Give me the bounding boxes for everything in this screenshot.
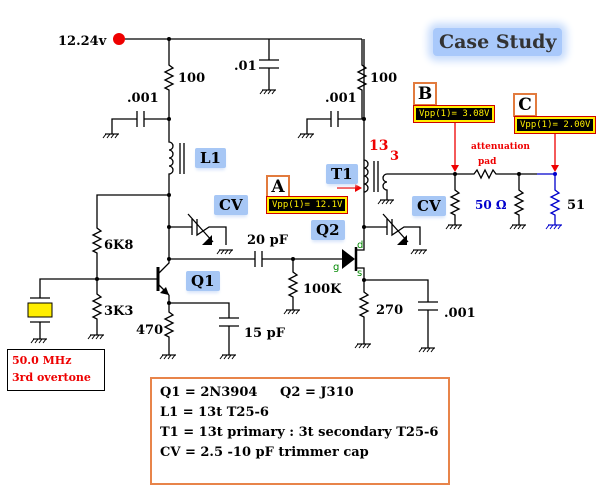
resistor-load-51 bbox=[537, 173, 561, 225]
transformer-t1-secondary bbox=[382, 173, 455, 200]
resistor-100k bbox=[287, 259, 299, 310]
probe-c-reading: Vpp(1)= 2.00V bbox=[513, 116, 597, 134]
jfet-drain-label: d bbox=[357, 240, 363, 251]
capacitor-001-l1 bbox=[111, 111, 169, 134]
t1-primary-turns: 13 bbox=[369, 138, 388, 154]
jfet-gate-arrow bbox=[342, 249, 355, 269]
c-l1-label: .001 bbox=[127, 91, 159, 106]
inductor-l1 bbox=[168, 119, 174, 195]
crystal-leads bbox=[30, 278, 97, 339]
r-supply-t1-label: 100 bbox=[370, 71, 397, 86]
q2-drain-source bbox=[356, 39, 365, 280]
pad-resistor-shunt1 bbox=[449, 174, 461, 225]
pad-resistor-series bbox=[455, 168, 519, 180]
r-51-label: 51 bbox=[567, 198, 585, 213]
c-supply-label: .01 bbox=[234, 59, 257, 74]
probe-b-label: B bbox=[413, 82, 437, 106]
resistor-6k8 bbox=[91, 194, 169, 279]
crystal-frequency: 50.0 MHz bbox=[12, 354, 72, 367]
supply-voltage-label: 12.24v bbox=[58, 34, 107, 49]
transistor-q1 bbox=[157, 195, 170, 296]
resistor-100-t1 bbox=[356, 39, 368, 119]
pad-resistor-shunt2 bbox=[513, 174, 525, 225]
r-270-label: 270 bbox=[376, 303, 403, 318]
probe-c-label: C bbox=[513, 93, 537, 117]
capacitor-supply-decouple bbox=[259, 39, 279, 90]
tag-t1: T1 bbox=[326, 164, 358, 184]
r-100k-label: 100K bbox=[303, 282, 342, 297]
t1-secondary-turns: 3 bbox=[390, 149, 399, 164]
probe-b-reading: Vpp(1)= 3.08V bbox=[412, 105, 496, 123]
probe-a-reading: Vpp(1)= 12.1V bbox=[265, 196, 349, 214]
crystal bbox=[27, 302, 53, 318]
jfet-source-label: s bbox=[357, 268, 362, 279]
c-20pf-label: 20 pF bbox=[247, 233, 289, 248]
note-line: T1 = 13t primary : 3t secondary T25-6 bbox=[160, 425, 439, 440]
r-470-label: 470 bbox=[136, 323, 163, 338]
component-notes: Q1 = 2N3904 Q2 = J310 L1 = 13t T25-6 T1 … bbox=[150, 377, 450, 485]
capacitor-15pf bbox=[168, 295, 239, 355]
note-line: L1 = 13t T25-6 bbox=[160, 405, 269, 420]
tag-cv2: CV bbox=[412, 196, 446, 216]
crystal-mode: 3rd overtone bbox=[12, 371, 91, 384]
trimmer-cv2 bbox=[364, 219, 421, 245]
r-6k8-label: 6K8 bbox=[104, 238, 133, 253]
supply-terminal bbox=[113, 33, 125, 45]
tag-cv1: CV bbox=[214, 195, 248, 215]
transformer-t1-primary bbox=[363, 159, 369, 193]
r-3k3-label: 3K3 bbox=[104, 304, 133, 319]
c-001-source-label: .001 bbox=[444, 306, 476, 321]
inductor-l1-core bbox=[179, 143, 185, 174]
resistor-3k3 bbox=[91, 279, 103, 335]
page-title: Case Study bbox=[433, 28, 563, 56]
resistor-100-l1 bbox=[163, 39, 175, 119]
jfet-gate-label: g bbox=[333, 262, 339, 273]
note-line: Q1 = 2N3904 Q2 = J310 bbox=[160, 385, 354, 400]
tag-q2: Q2 bbox=[311, 220, 345, 240]
probe-a-label: A bbox=[266, 175, 290, 199]
capacitor-20pf bbox=[169, 251, 344, 267]
capacitor-001-source bbox=[364, 279, 438, 348]
capacitor-001-t1 bbox=[306, 111, 364, 134]
pad-label-2: pad bbox=[478, 157, 497, 167]
c-t1-label: .001 bbox=[325, 91, 357, 106]
pad-label-1: attenuation bbox=[471, 142, 530, 152]
c-15pf-label: 15 pF bbox=[244, 326, 286, 341]
tag-l1: L1 bbox=[195, 148, 226, 168]
resistor-470 bbox=[163, 303, 175, 355]
transformer-t1-core bbox=[373, 161, 379, 192]
r-supply-l1-label: 100 bbox=[178, 71, 205, 86]
trimmer-cv1 bbox=[169, 219, 227, 245]
tag-q1: Q1 bbox=[186, 271, 220, 291]
pad-resistance-label: 50 Ω bbox=[475, 198, 507, 212]
crystal-spec-box: 50.0 MHz 3rd overtone bbox=[7, 349, 105, 391]
note-line: CV = 2.5 -10 pF trimmer cap bbox=[160, 445, 369, 460]
resistor-270 bbox=[358, 280, 370, 344]
